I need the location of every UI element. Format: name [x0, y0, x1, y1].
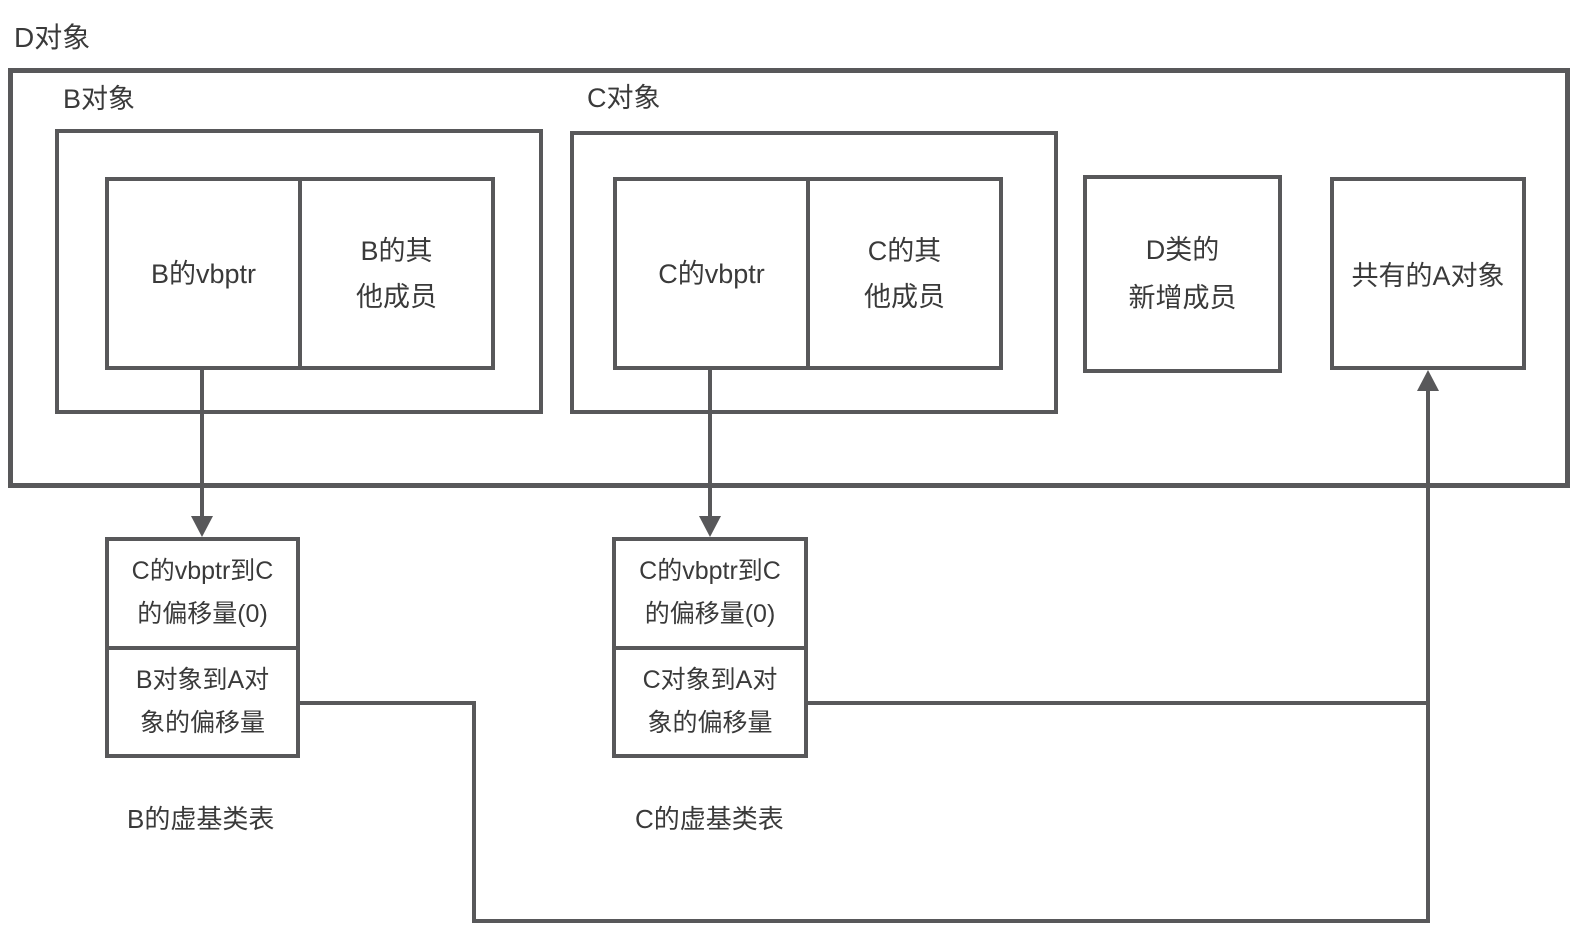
d-new-members-box: D类的 新增成员 — [1083, 175, 1282, 373]
line-to-shared-a-object — [1426, 388, 1430, 923]
c-vbptr-text: C的vbptr — [658, 258, 765, 289]
c-vtable-row-1: C对象到A对 象的偏移量 — [616, 650, 804, 755]
d-object-label: D对象 — [14, 22, 91, 53]
c-object-label: C对象 — [587, 83, 661, 113]
c-vtable: C的vbptr到C 的偏移量(0) C对象到A对 象的偏移量 — [612, 537, 808, 758]
c-vtable-caption: C的虚基类表 — [635, 804, 784, 834]
b-vbptr-to-b-vtable-line — [200, 370, 204, 518]
c-object-box — [570, 131, 1058, 414]
shared-a-object-text: 共有的A对象 — [1351, 261, 1505, 291]
b-object-cells: B的vbptr B的其 他成员 — [105, 177, 495, 370]
c-vbptr-cell: C的vbptr — [617, 181, 810, 366]
c-vtable-row-0-line2: 的偏移量(0) — [644, 600, 776, 629]
c-vtable-row-0: C的vbptr到C 的偏移量(0) — [616, 541, 804, 650]
c-vtable-offset-exit-line — [808, 701, 1430, 705]
b-object-label: B对象 — [63, 84, 136, 114]
shared-a-object-box: 共有的A对象 — [1330, 177, 1526, 370]
b-other-members-line1: B的其 — [360, 235, 433, 266]
c-vbptr-arrowhead-down-icon — [699, 516, 721, 537]
b-vtable-row-1-line1: B对象到A对 — [135, 665, 270, 694]
b-other-members-cell: B的其 他成员 — [302, 181, 491, 366]
d-new-members-line1: D类的 — [1145, 235, 1220, 265]
b-object-box — [55, 129, 543, 414]
b-vbptr-arrowhead-down-icon — [191, 516, 213, 537]
d-object-box — [8, 68, 1570, 488]
b-vtable-caption: B的虚基类表 — [127, 804, 275, 834]
b-vtable-row-0-line2: 的偏移量(0) — [137, 600, 268, 629]
b-vtable-row-0: C的vbptr到C 的偏移量(0) — [109, 541, 296, 650]
b-vtable-row-1-line2: 象的偏移量 — [139, 708, 265, 737]
c-vtable-row-1-line2: 象的偏移量 — [647, 708, 773, 737]
d-new-members-line2: 新增成员 — [1128, 283, 1237, 313]
c-object-cells: C的vbptr C的其 他成员 — [613, 177, 1003, 370]
b-vbptr-text: B的vbptr — [150, 258, 257, 289]
b-vtable-offset-exit-line-horizontal — [300, 701, 476, 705]
shared-a-arrowhead-up-icon — [1417, 370, 1439, 391]
b-vbptr-cell: B的vbptr — [109, 181, 302, 366]
b-vtable: C的vbptr到C 的偏移量(0) B对象到A对 象的偏移量 — [105, 537, 300, 758]
c-other-members-line1: C的其 — [867, 235, 942, 266]
bottom-routing-line — [472, 919, 1430, 923]
c-vtable-row-1-line1: C对象到A对 — [642, 665, 778, 694]
b-vtable-row-0-line1: C的vbptr到C — [131, 557, 274, 586]
c-other-members-line2: 他成员 — [864, 281, 945, 312]
c-vbptr-to-c-vtable-line — [708, 370, 712, 518]
b-vtable-offset-exit-line-vertical — [472, 701, 476, 923]
b-vtable-row-1: B对象到A对 象的偏移量 — [109, 650, 296, 755]
c-other-members-cell: C的其 他成员 — [810, 181, 999, 366]
b-other-members-line2: 他成员 — [356, 281, 437, 312]
c-vtable-row-0-line1: C的vbptr到C — [639, 557, 781, 586]
